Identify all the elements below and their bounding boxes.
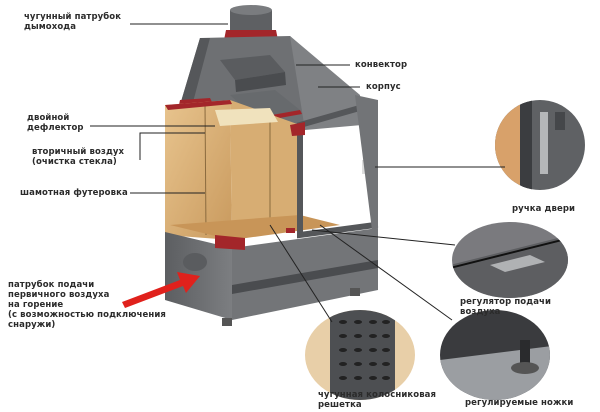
label-convector: конвектор	[355, 60, 408, 70]
door-handle-detail	[495, 100, 585, 190]
label-adjustable-legs: регулируемые ножки	[465, 398, 574, 408]
label-secondary-air: вторичный воздух (очистка стекла)	[32, 147, 125, 167]
label-fireclay-lining: шамотная футеровка	[20, 188, 128, 198]
label-double-deflector: двойной дефлектор	[27, 113, 84, 133]
air-inlet-arrow	[122, 272, 200, 308]
firebox	[165, 95, 379, 326]
label-body: корпус	[366, 82, 401, 92]
grate-detail	[305, 310, 415, 400]
legs-detail	[440, 310, 550, 400]
flue-pipe	[224, 5, 278, 40]
label-air-regulator: регулятор подачи воздуха	[460, 297, 552, 317]
label-flue-pipe: чугунный патрубок дымохода	[24, 12, 122, 32]
label-door-handle: ручка двери	[512, 204, 576, 214]
air-regulator-detail	[452, 222, 568, 298]
label-primary-air-inlet: патрубок подачи первичного воздуха на го…	[8, 280, 166, 330]
label-cast-iron-grate: чугунная колосниковая решетка	[318, 390, 437, 410]
leader-lines	[90, 23, 505, 323]
